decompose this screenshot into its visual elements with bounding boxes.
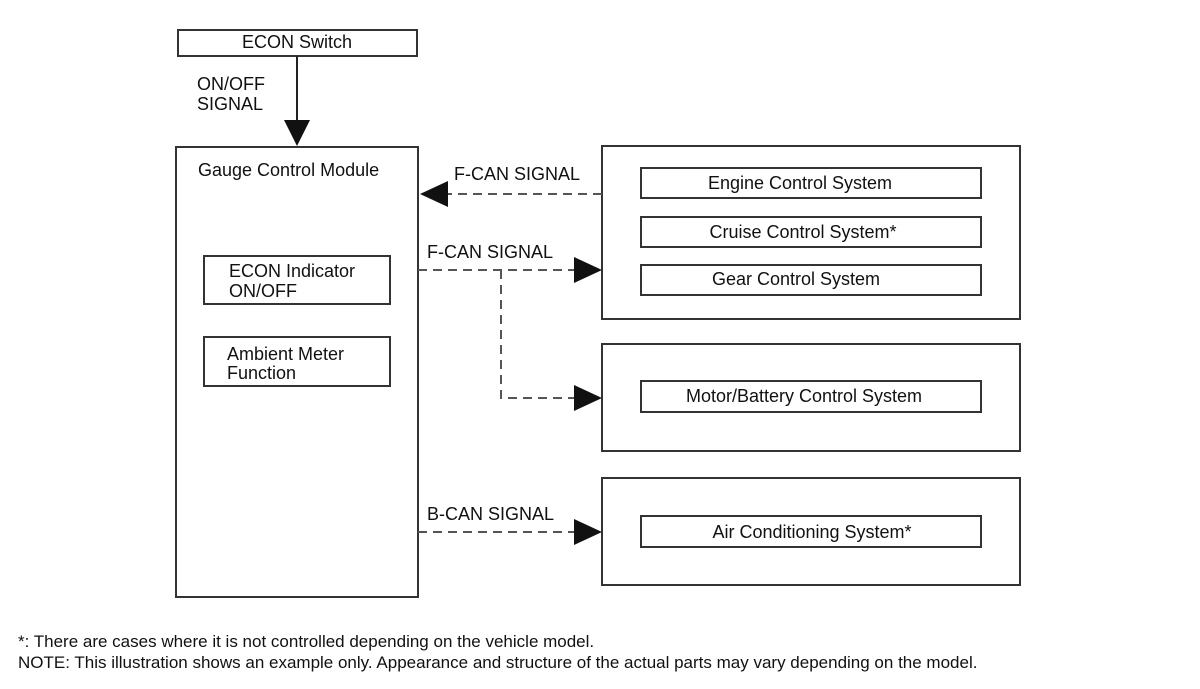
- bcan-signal-arrow: [418, 519, 602, 545]
- footnotes: *: There are cases where it is not contr…: [18, 631, 977, 673]
- engine-control-system-label: Engine Control System: [708, 173, 892, 193]
- bcan-signal-label: B-CAN SIGNAL: [427, 504, 554, 524]
- cruise-control-system-label: Cruise Control System*: [709, 222, 896, 242]
- on-off-signal-label-line2: SIGNAL: [197, 94, 263, 114]
- fcan-signal-out-label: F-CAN SIGNAL: [427, 242, 553, 262]
- motor-battery-control-system-label: Motor/Battery Control System: [686, 386, 922, 406]
- illustration-note: NOTE: This illustration shows an example…: [18, 653, 978, 672]
- asterisk-note: *: There are cases where it is not contr…: [18, 632, 595, 651]
- fcan-signal-out-arrow: [418, 257, 602, 283]
- gear-control-system-box: Gear Control System: [640, 264, 982, 296]
- gauge-control-module-title: Gauge Control Module: [198, 160, 379, 180]
- fcan-signal-in-arrow: [420, 181, 602, 207]
- engine-control-system-box: Engine Control System: [640, 167, 982, 199]
- econ-switch-label: ECON Switch: [242, 32, 352, 52]
- fcan-signal-in-label: F-CAN SIGNAL: [454, 164, 580, 184]
- on-off-signal-arrow: [284, 56, 310, 146]
- cruise-control-system-box: Cruise Control System*: [640, 216, 982, 248]
- gear-control-system-label: Gear Control System: [712, 269, 880, 289]
- fcan-branch-arrow: [500, 270, 602, 411]
- on-off-signal-label-line1: ON/OFF: [197, 74, 265, 94]
- motor-battery-control-system-box: Motor/Battery Control System: [640, 380, 982, 413]
- econ-indicator-box: ECON Indicator ON/OFF: [203, 255, 391, 305]
- air-conditioning-system-label: Air Conditioning System*: [712, 522, 911, 542]
- air-conditioning-system-box: Air Conditioning System*: [640, 515, 982, 548]
- econ-indicator-label-line1: ECON Indicator: [229, 261, 355, 281]
- ambient-meter-box: Ambient Meter Function: [203, 336, 391, 387]
- ambient-meter-label-line2: Function: [227, 363, 296, 383]
- econ-indicator-label-line2: ON/OFF: [229, 281, 297, 301]
- econ-switch-box: ECON Switch: [177, 29, 418, 57]
- ambient-meter-label-line1: Ambient Meter: [227, 344, 344, 364]
